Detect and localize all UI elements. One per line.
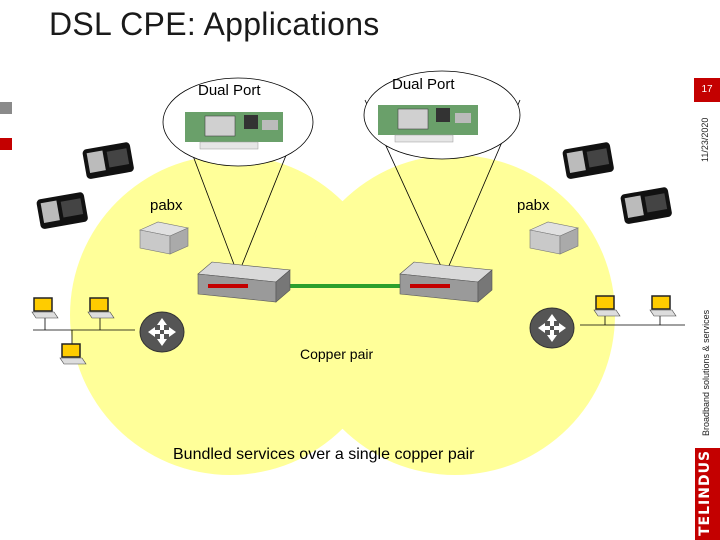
page-title: DSL CPE: Applications: [49, 6, 380, 42]
dual-port-card-left: [162, 77, 314, 167]
diagram-caption: Bundled services over a single copper pa…: [173, 446, 475, 463]
router-icon: [139, 311, 185, 353]
phone-icon: [620, 187, 672, 224]
side-caption: Broadband solutions & services: [701, 309, 711, 436]
dual-port-label-left: Dual Port: [198, 82, 261, 99]
computer-icon: [87, 297, 115, 319]
page-number: 17: [694, 78, 720, 102]
red-marker: [0, 138, 12, 150]
pabx-icon: [529, 221, 579, 255]
dual-port-card-right: [363, 70, 521, 160]
phone-icon: [562, 142, 614, 179]
dsl-modem-left: [197, 261, 291, 303]
copper-pair-label: Copper pair: [300, 346, 374, 362]
dsl-modem-right: [399, 261, 493, 303]
date-stamp: 11/23/2020: [700, 117, 710, 162]
logo-text: TELINDUS: [697, 449, 713, 536]
pabx-label-left: pabx: [150, 197, 183, 214]
router-icon: [529, 307, 575, 349]
pabx-icon: [139, 221, 189, 255]
diagram-canvas: [31, 70, 685, 475]
phone-icon: [36, 192, 88, 229]
pabx-label-right: pabx: [517, 197, 550, 214]
computer-icon: [593, 295, 621, 317]
computer-icon: [59, 343, 87, 365]
gray-marker: [0, 102, 12, 114]
lan-segment-right: [580, 315, 685, 326]
computer-icon: [31, 297, 59, 319]
computer-icon: [649, 295, 677, 317]
company-logo: TELINDUS: [695, 448, 720, 540]
lan-segment-left: [33, 318, 135, 345]
phone-icon: [82, 142, 134, 179]
dual-port-label-right: Dual Port: [392, 76, 455, 93]
